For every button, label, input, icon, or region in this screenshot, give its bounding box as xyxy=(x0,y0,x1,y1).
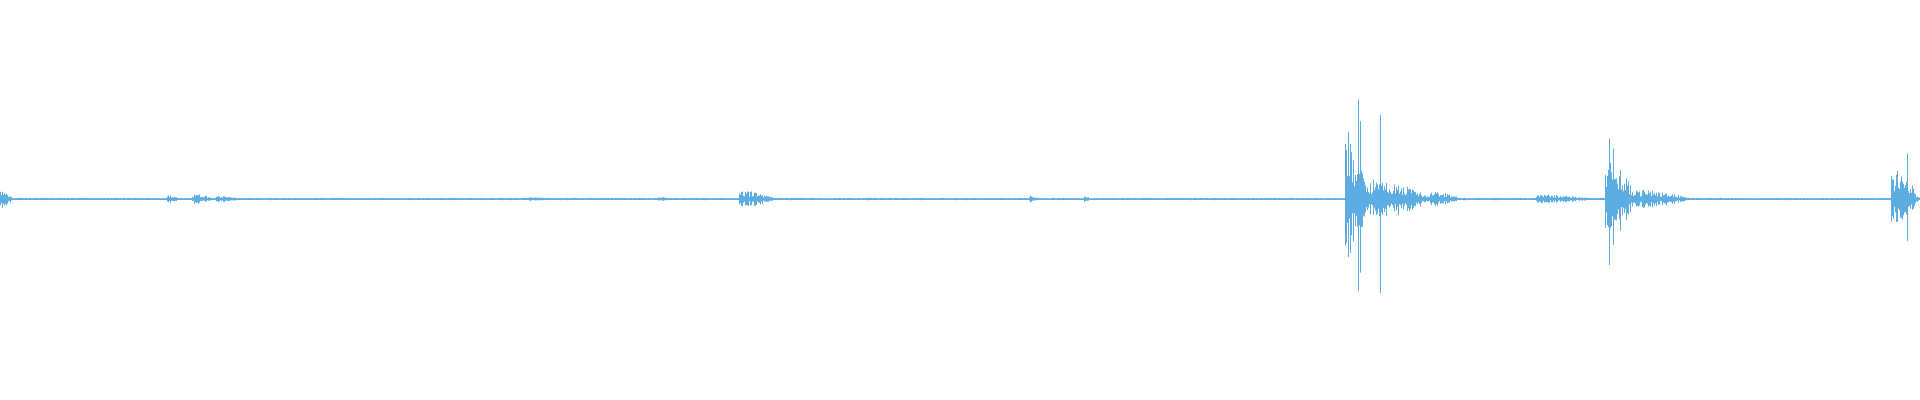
waveform-trace xyxy=(0,99,1920,294)
